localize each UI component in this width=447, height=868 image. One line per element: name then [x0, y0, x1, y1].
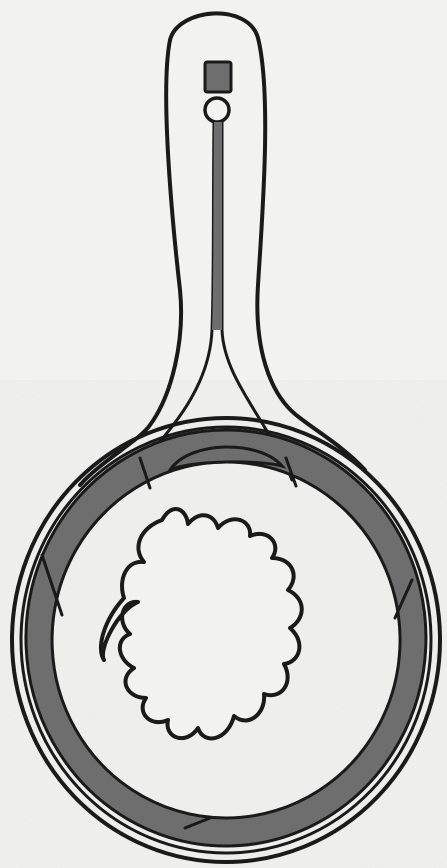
pivot-hole: [205, 98, 229, 122]
handle-slot: [205, 62, 231, 92]
